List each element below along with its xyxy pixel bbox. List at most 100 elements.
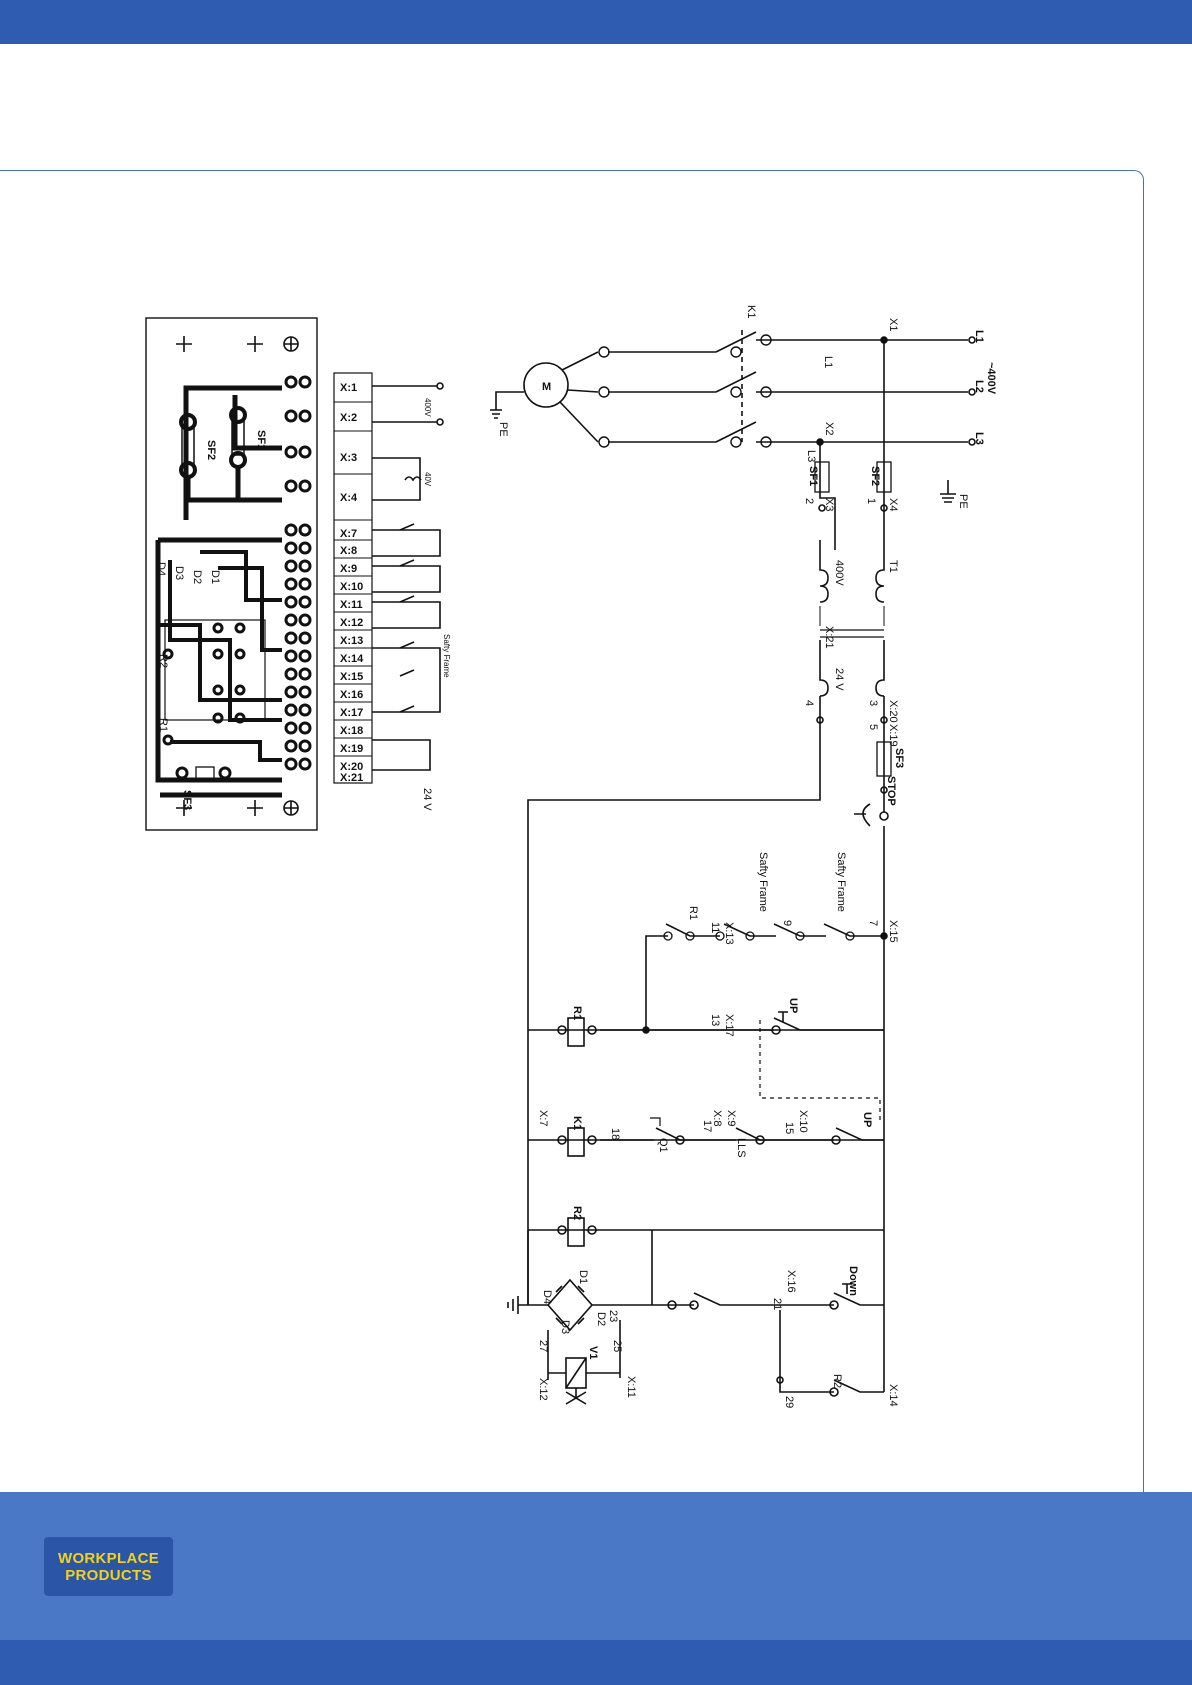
wire-number: 29 [783, 1396, 795, 1408]
pcb-component-labels: SF2 SF1 SF3 D4 D3 D2 D1 R2 R1 400V 40V S… [155, 398, 451, 811]
wire-number: 27 [537, 1340, 549, 1352]
relay-r2-icon [567, 1217, 585, 1247]
control-terminal: X:12 [537, 1378, 549, 1401]
pcb-terminal: X:1 [340, 382, 357, 394]
safety-label: Safty Frame [835, 852, 847, 912]
power-fuse: SF3 [893, 748, 905, 768]
valve-label: V1 [587, 1346, 599, 1359]
pcb-terminal: X:18 [340, 725, 363, 737]
power-terminal: X4 [887, 498, 899, 511]
bridge-rectifier-icon [546, 1278, 594, 1332]
relay-label: R2 [571, 1206, 583, 1220]
relay-label: R1 [571, 1006, 583, 1020]
pcb-terminal-labels: X:1 X:2 X:3 X:4 X:7 X:8 X:9 X:10 X:11 X:… [340, 382, 364, 784]
wire-number: 5 [867, 724, 879, 730]
wire-number: 3 [867, 700, 879, 706]
control-terminal: X:20 [887, 700, 899, 723]
transformer-label: T1 [887, 560, 899, 573]
control-terminal: X:17 [723, 1014, 735, 1037]
power-terminal: X2 [823, 422, 835, 435]
pcb-component-label: R2 [157, 654, 169, 668]
pcb-fuse-label: SF1 [255, 430, 267, 450]
control-labels: STOP Safty Frame Safty Frame R1 K1 R2 UP… [537, 498, 899, 1408]
power-terminal: X3 [823, 498, 835, 511]
control-terminal: X:7 [537, 1110, 549, 1127]
power-fuse: SF1 [807, 466, 819, 486]
pcb-terminal: X:10 [340, 581, 363, 593]
pcb-side-label: Safty Frame [442, 634, 451, 678]
pcb-fuse-label: SF3 [181, 790, 193, 810]
button-label: Down [847, 1266, 859, 1296]
line-label: L3 [973, 432, 985, 445]
pcb-terminal: X:17 [340, 707, 363, 719]
diode-label: D2 [595, 1312, 607, 1326]
wire-number: 9 [781, 920, 793, 926]
pcb-component-label: R1 [157, 718, 169, 732]
relay-label: K1 [571, 1116, 583, 1130]
footer-strip [0, 1640, 1192, 1685]
wire-number: 11 [709, 922, 721, 933]
control-terminal: X:16 [785, 1270, 797, 1293]
switch-label: R1 [687, 906, 699, 920]
workplace-products-logo: WORKPLACE PRODUCTS [44, 1537, 173, 1596]
wire-number: 2 [803, 498, 815, 504]
wire-number: 7 [867, 920, 879, 926]
switch-label: LLS [735, 1138, 747, 1158]
transformer-secondary: 24 V [833, 668, 845, 691]
control-terminal: X:21 [823, 626, 835, 649]
switch-label: Q1 [657, 1138, 669, 1153]
pcb-side-label: 40V [423, 472, 432, 487]
pcb-terminal: X:11 [340, 599, 363, 611]
safety-label: Safty Frame [757, 852, 769, 912]
mount-hole-icon [283, 336, 299, 816]
wire-label: L1 [822, 356, 834, 368]
wire-number: 17 [701, 1120, 713, 1132]
pcb-fuse-label: SF2 [205, 440, 217, 460]
motor-icon [523, 362, 569, 408]
control-terminal: X:10 [797, 1110, 809, 1133]
control-terminal: X:13 [723, 922, 735, 945]
relay-k1-icon [567, 1127, 585, 1157]
pcb-component-label: D1 [209, 570, 221, 584]
button-label: UP [861, 1112, 873, 1127]
control-terminal: X:8 [711, 1110, 723, 1127]
contactor-label: K1 [745, 305, 757, 318]
pcb-component-label: D4 [155, 562, 167, 576]
switch-label: R2 [831, 1374, 843, 1388]
transformer-primary: 400V [833, 560, 845, 586]
wire-number: 4 [803, 700, 815, 706]
stop-button-icon [854, 790, 885, 900]
pcb-terminal: X:8 [340, 545, 357, 557]
diode-label: D4 [541, 1290, 553, 1304]
pcb-terminal: X:9 [340, 563, 357, 575]
pcb-side-label: 400V [423, 398, 432, 417]
pcb-terminal: X:2 [340, 412, 357, 424]
supply-label: ~400V [985, 362, 997, 395]
wire-number: 18 [609, 1128, 621, 1140]
control-terminal: X:9 [725, 1110, 737, 1127]
diode-label: D1 [577, 1270, 589, 1284]
diode-label: D3 [559, 1320, 571, 1334]
power-terminal: X1 [887, 318, 899, 331]
earth-label: PE [497, 422, 509, 437]
wire-number: 13 [709, 1014, 721, 1026]
pcb-component-label: D3 [173, 566, 185, 580]
stop-label: STOP [885, 776, 897, 806]
line-label: L1 [973, 330, 985, 343]
wire-number: 21 [771, 1298, 783, 1310]
wire-number: 15 [783, 1122, 795, 1134]
transformer-icon [819, 540, 885, 603]
pcb-terminal: X:7 [340, 528, 357, 540]
pcb-terminal: X:19 [340, 743, 363, 755]
mount-cross-icon [176, 336, 263, 816]
wire-number: 1 [865, 498, 877, 504]
pcb-terminal: X:16 [340, 689, 363, 701]
power-labels: L1 L2 L3 ~400V X1 X2 X3 X4 SF1 SF2 SF3 T… [497, 305, 997, 768]
earth-label: PE [957, 494, 969, 509]
control-terminal: X:11 [625, 1376, 637, 1398]
pcb-component-label: D2 [191, 570, 203, 584]
control-terminal: X:14 [887, 1384, 899, 1407]
motor-label: M [542, 381, 551, 393]
pcb-terminal: X:15 [340, 671, 363, 683]
